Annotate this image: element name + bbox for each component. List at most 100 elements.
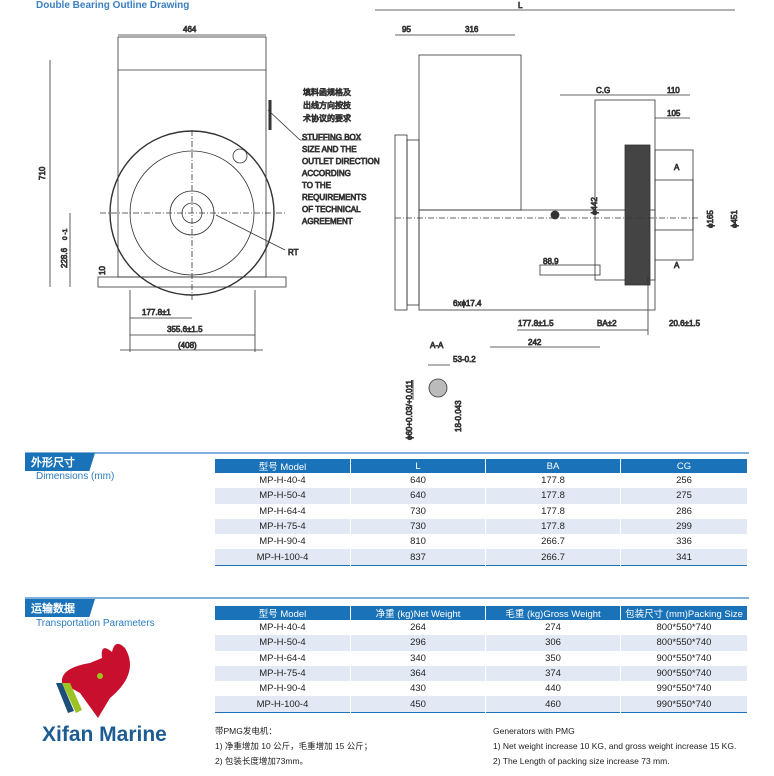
front-view [49, 34, 360, 352]
table-cell: MP-H-75-4 [215, 665, 351, 682]
table-cell: 177.8 [485, 518, 621, 535]
dim-355: 355.6±1.5 [167, 325, 203, 334]
dim-316: 316 [465, 25, 479, 34]
dim-242: 242 [528, 338, 542, 347]
table-cell: MP-H-50-4 [215, 488, 351, 504]
table-header: 型号 Model L BA CG [215, 459, 748, 473]
notes-en: Generators with PMG 1) Net weight increa… [493, 724, 736, 769]
section-mark-bottom: A [674, 261, 680, 270]
table-cell: 450 [350, 696, 486, 713]
col-gross-weight: 毛重 (kg)Gross Weight [485, 606, 621, 620]
note-en-title: Generators with PMG [493, 726, 575, 736]
svg-text:STUFFING BOX: STUFFING BOX [302, 133, 362, 142]
dim-key: 53-0.2 [453, 355, 476, 364]
table-cell: 266.7 [485, 549, 621, 566]
table-cell: 800*550*740 [620, 620, 748, 636]
table-cell: 730 [350, 503, 486, 519]
table-cell: 306 [485, 635, 621, 651]
section-divider [25, 452, 749, 454]
dim-phi165: ϕ165 [706, 210, 715, 228]
dim-shaft: ϕ60+0.03/+0.011 [405, 380, 414, 440]
watermark-text: Xifan Marine [42, 723, 167, 746]
table-cell: 374 [485, 665, 621, 682]
table-cell: 264 [350, 620, 486, 636]
section-divider [25, 597, 749, 599]
outline-drawing: 464 710 228.6 0 -1 10 177.8±1 355.6±1.5 … [38, 1, 740, 441]
col-model: 型号 Model [215, 606, 351, 620]
table-cell: MP-H-75-4 [215, 518, 351, 535]
table-cell: 730 [350, 518, 486, 535]
rt-label: RT [288, 248, 299, 257]
svg-text:填料函规格及: 填料函规格及 [303, 87, 351, 97]
svg-text:OUTLET DIRECTION: OUTLET DIRECTION [302, 157, 380, 166]
dim-ba: BA±2 [597, 319, 617, 328]
col-net-weight: 净重 (kg)Net Weight [350, 606, 486, 620]
table-cell: MP-H-100-4 [215, 549, 351, 566]
table-cell: 274 [485, 620, 621, 636]
side-view [375, 9, 735, 348]
table-cell: 440 [485, 681, 621, 697]
table-cell: 256 [620, 473, 748, 489]
dim-95: 95 [402, 25, 411, 34]
dimensions-title-en: Dimensions (mm) [36, 471, 115, 482]
svg-text:SIZE AND THE: SIZE AND THE [302, 145, 357, 154]
dim-710: 710 [38, 166, 47, 180]
dim-L: L [518, 1, 523, 10]
table-cell: MP-H-100-4 [215, 696, 351, 713]
dim-228: 228.6 [60, 247, 69, 268]
table-cell: MP-H-50-4 [215, 635, 351, 651]
dim-177-front: 177.8±1 [142, 308, 171, 317]
table-cell: 177.8 [485, 473, 621, 489]
table-cell: MP-H-40-4 [215, 473, 351, 489]
svg-text:术协议的要求: 术协议的要求 [303, 113, 351, 123]
table-cell: MP-H-90-4 [215, 681, 351, 697]
table-cell: 286 [620, 503, 748, 519]
dim-464: 464 [183, 25, 197, 34]
dim-20-6: 20.6±1.5 [669, 319, 701, 328]
table-cell: 340 [350, 650, 486, 666]
table-cell: 341 [620, 549, 748, 566]
col-packing-size: 包装尺寸 (mm)Packing Size [620, 606, 748, 620]
dim-keyw: 18-0.043 [454, 400, 463, 432]
table-header: 型号 Model 净重 (kg)Net Weight 毛重 (kg)Gross … [215, 606, 748, 620]
note-cn-2: 2) 包装长度增加73mm。 [215, 756, 309, 766]
table-cell: 296 [350, 635, 486, 651]
stuffing-note-cn: 填料函规格及 出线方向按技 术协议的要求 [303, 87, 352, 124]
dim-110: 110 [667, 86, 680, 95]
col-cg: CG [620, 459, 748, 473]
table-cell: MP-H-90-4 [215, 534, 351, 550]
svg-text:OF TECHNICAL: OF TECHNICAL [302, 205, 361, 214]
table-cell: 640 [350, 473, 486, 489]
table-cell: 640 [350, 488, 486, 504]
section-aa [412, 364, 450, 400]
col-ba: BA [485, 459, 621, 473]
stuffing-note-en: STUFFING BOX SIZE AND THE OUTLET DIRECTI… [302, 133, 381, 227]
table-cell: 990*550*740 [620, 696, 748, 713]
section-mark-top: A [674, 163, 680, 172]
svg-text:AGREEMENT: AGREEMENT [302, 217, 353, 226]
table-cell: 177.8 [485, 488, 621, 504]
table-cell: 266.7 [485, 534, 621, 550]
col-model: 型号 Model [215, 459, 351, 473]
transport-title-en: Transportation Parameters [36, 618, 155, 629]
table-cell: 275 [620, 488, 748, 504]
dim-105: 105 [667, 109, 681, 118]
note-en-2: 2) The Length of packing size increase 7… [493, 756, 670, 766]
section-title: A-A [430, 341, 444, 350]
dim-phi451: ϕ451 [730, 210, 739, 228]
dim-cg: C.G [596, 86, 610, 95]
transport-title-cn: 运输数据 [25, 599, 95, 617]
dim-88-9: 88.9 [543, 257, 559, 266]
dim-phi442: ϕ442 [590, 197, 599, 215]
notes-cn: 带PMG发电机： 1) 净重增加 10 公斤，毛重增加 15 公斤； 2) 包装… [215, 724, 372, 769]
